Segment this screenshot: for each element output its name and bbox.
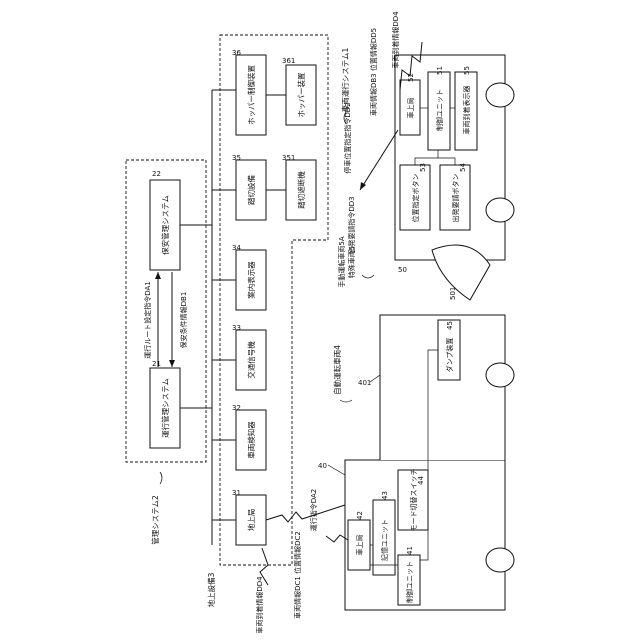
arrival-info-dd4-label: 車両到着情報DD4 — [255, 576, 264, 634]
mv-departure-button-label: 出発要請ボタン — [451, 174, 460, 223]
stop-position-arrowhead — [360, 182, 366, 190]
mv-position-button-label: 位置指定ボタン — [411, 174, 420, 223]
stop-position-arrow — [360, 130, 398, 190]
av-dump-label: ダンプ装置 — [445, 338, 454, 373]
av-wheel-front — [486, 548, 514, 572]
ref-21: 21 — [152, 360, 161, 368]
av-wheel-rear — [486, 363, 514, 387]
ref-32: 32 — [232, 404, 241, 412]
ref-4-leader — [340, 400, 352, 402]
ref-5-leader — [362, 275, 374, 278]
ref-43: 43 — [381, 491, 389, 500]
mv-control-unit-label: 制御ユニット — [435, 89, 444, 131]
autonomous-vehicle-label: 自動運転車両4 — [332, 345, 342, 395]
vehicle-info-db3-label: 車両情報DB3 位置情報DD5 — [369, 28, 378, 116]
ref-501: 501 — [449, 287, 457, 300]
special-vehicle-label: 特殊車両5 — [347, 246, 356, 278]
ref-2-leader — [160, 472, 162, 484]
mv-wheel-rear — [486, 198, 514, 222]
ref-51: 51 — [436, 66, 444, 75]
av-storage-unit-label: 記憶ユニット — [380, 519, 389, 561]
av-control-unit-label: 制御ユニット — [405, 561, 414, 603]
crossing-gate-label: 踏切遮断機 — [296, 171, 306, 209]
stop-position-label: 停車位置指定指令DD2 — [343, 102, 352, 173]
crossing-breaker-label: 踏切設備 — [246, 175, 256, 205]
route-command-arrowhead — [155, 272, 161, 279]
ref-42: 42 — [356, 511, 364, 520]
ref-40: 40 — [318, 462, 327, 470]
hopper-label: ホッパー装置 — [296, 72, 306, 117]
departure-request-label: 出発要請指令DD3 — [347, 196, 356, 253]
wireless-ground-av — [266, 505, 345, 522]
ref-351: 351 — [282, 154, 295, 162]
ground-station-label: 地上局 — [246, 509, 256, 532]
ground-facility-label: 地上設備3 — [206, 572, 216, 607]
ref-401-leader — [370, 375, 380, 382]
vehicle-detector-label: 車両検知器 — [246, 421, 256, 459]
autonomous-vehicle-cargo — [345, 315, 505, 460]
ref-22: 22 — [152, 170, 161, 178]
av-onboard-station-label: 車上局 — [355, 535, 364, 556]
ref-45: 45 — [446, 321, 454, 330]
ref-361: 361 — [282, 57, 295, 65]
ref-44: 44 — [417, 476, 425, 485]
traffic-signal-label: 交通信号機 — [246, 341, 256, 379]
mv-arrival-display-label: 車両到着表示器 — [462, 86, 471, 135]
route-command-label: 運行ルート設定指令DA1 — [143, 281, 152, 359]
ref-54: 54 — [459, 163, 467, 172]
ref-31: 31 — [232, 489, 241, 497]
guide-display-label: 案内表示器 — [246, 261, 256, 299]
ref-35: 35 — [232, 154, 241, 162]
ref-401: 401 — [358, 379, 371, 387]
safety-condition-arrowhead — [169, 360, 175, 367]
ref-36: 36 — [232, 49, 241, 57]
vehicle-info-pos-label: 車両情報DC1 位置情報DC2 — [293, 531, 302, 619]
ref-34: 34 — [232, 244, 241, 252]
mv-wheel-front — [486, 83, 514, 107]
safety-management-label: 保安管理システム — [160, 195, 170, 255]
ref-33: 33 — [232, 324, 241, 332]
ref-41: 41 — [406, 546, 414, 555]
arrival-info-top-label: 車両到着情報DD4 — [391, 11, 400, 69]
operation-management-label: 運行管理システム — [160, 378, 170, 438]
hopper-control-label: ホッパー制御装置 — [246, 65, 256, 125]
ref-50: 50 — [398, 266, 407, 274]
ref-53: 53 — [419, 163, 427, 172]
ref-55: 55 — [463, 66, 471, 75]
management-system-label: 管理システム2 — [150, 495, 160, 545]
safety-condition-label: 保安条件情報DB1 — [179, 292, 188, 349]
operation-command-label: 運行指令DA2 — [309, 489, 318, 532]
ref-40-leader — [328, 465, 345, 475]
manual-vehicle-label: 手動運転車両5A — [337, 236, 346, 287]
mv-onboard-station-label: 車上局 — [406, 98, 415, 119]
